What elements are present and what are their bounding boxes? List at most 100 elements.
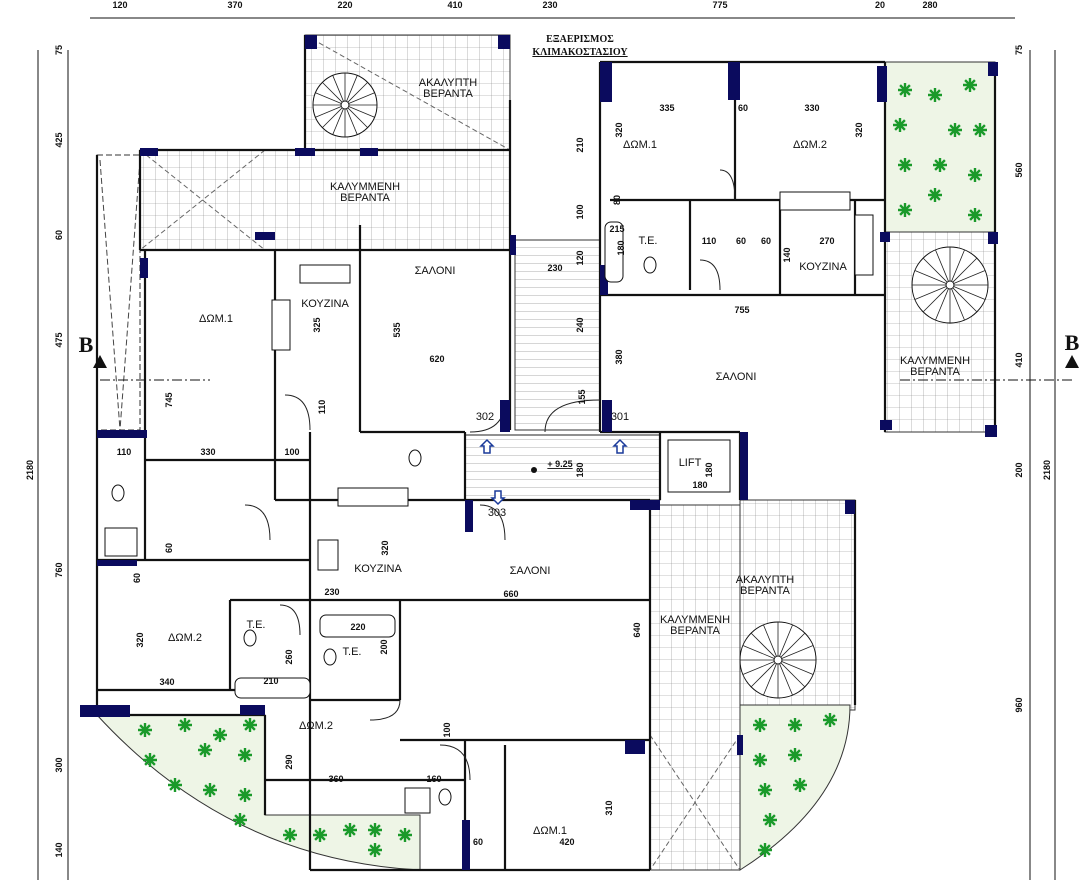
dimension-label: 475 (54, 332, 64, 347)
column (97, 560, 137, 566)
arrow-down-icon (490, 490, 506, 506)
plant-icon (238, 748, 252, 762)
dimension-label: 640 (632, 622, 642, 637)
door-swing (479, 504, 506, 541)
stove-icon (317, 539, 339, 571)
room-label: ΣΑΛΟΝΙ (716, 371, 757, 383)
dashed-line (119, 159, 141, 431)
dimension-label: 660 (503, 589, 518, 599)
dimension-label: 290 (284, 754, 294, 769)
apartment-number: 301 (611, 411, 629, 423)
room-label: ΚΑΛΥΜΜΕΝΗ (900, 355, 970, 367)
room-label: ΑΚΑΛΥΠΤΗ (736, 574, 795, 586)
spiral-stair-treads (740, 622, 816, 698)
plant-icon (758, 783, 772, 797)
plant-icon (823, 713, 837, 727)
door-swing (244, 504, 271, 541)
door-swing (284, 394, 311, 431)
column (80, 705, 130, 717)
section-marker: B (79, 332, 94, 357)
column (240, 705, 265, 715)
room-label: ΒΕΡΑΝΤΑ (423, 88, 473, 100)
spiral-stair-treads (313, 73, 377, 137)
dimension-label: 120 (575, 250, 585, 265)
bathtub-icon (319, 614, 396, 638)
door-swing (544, 399, 601, 433)
plant-icon (763, 813, 777, 827)
column (140, 148, 158, 156)
door-swing (719, 169, 736, 201)
plant-icon (898, 83, 912, 97)
plant-icon (948, 123, 962, 137)
plant-icon (243, 718, 257, 732)
dimension-label: 330 (804, 103, 819, 113)
dimension-label: 260 (284, 649, 294, 664)
dimension-label: 100 (575, 204, 585, 219)
dimension-label: 270 (819, 236, 834, 246)
toilet-icon (243, 629, 257, 647)
dimension-label: 775 (712, 0, 727, 10)
bathtub-icon (234, 677, 311, 699)
room-label: Τ.Ε. (343, 646, 362, 658)
dimension-label: 155 (577, 389, 587, 404)
room-label: ΒΕΡΑΝΤΑ (740, 585, 790, 597)
plant-icon (973, 123, 987, 137)
plant-icon (213, 728, 227, 742)
plant-icon (283, 828, 297, 842)
dimension-label: 620 (429, 354, 444, 364)
dimension-label: 160 (426, 774, 441, 784)
dimension-label: 280 (922, 0, 937, 10)
arrow-up-icon (479, 438, 495, 454)
dimension-label: 230 (547, 263, 562, 273)
dimension-label: 220 (337, 0, 352, 10)
room-label: ΚΟΥΖΙΝΑ (354, 563, 402, 575)
spiral-stair-treads (912, 247, 988, 323)
kitchen-counter-icon (299, 264, 351, 284)
room-label: ΚΟΥΖΙΝΑ (799, 261, 847, 273)
dimension-label: 210 (263, 676, 278, 686)
light-well (96, 154, 141, 431)
column (985, 425, 997, 437)
planter (739, 704, 851, 871)
dimension-label: 60 (132, 573, 142, 583)
plant-icon (788, 718, 802, 732)
plant-icon (968, 208, 982, 222)
plant-icon (198, 743, 212, 757)
section-arrow-icon (93, 355, 107, 368)
dimension-label: 360 (328, 774, 343, 784)
plant-icon (793, 778, 807, 792)
plant-icon (788, 748, 802, 762)
column (637, 500, 649, 510)
spiral-stair-core (340, 100, 350, 110)
plant-icon (898, 203, 912, 217)
plant-icon (178, 718, 192, 732)
dimension-label: 180 (616, 240, 626, 255)
plant-icon (963, 78, 977, 92)
veranda-area (139, 149, 511, 251)
room-label: ΣΑΛΟΝΙ (510, 565, 551, 577)
column (880, 420, 892, 430)
column (988, 232, 998, 244)
column (295, 148, 315, 156)
column (360, 148, 378, 156)
dimension-label: 140 (54, 842, 64, 857)
toilet-icon (111, 484, 125, 502)
dimension-label: 80 (612, 195, 622, 205)
dimension-label: 230 (542, 0, 557, 10)
column (462, 820, 470, 870)
plant-icon (933, 158, 947, 172)
ventilation-note: ΚΛΙΜΑΚΟΣΤΑΣΙΟΥ (532, 47, 628, 58)
column (510, 235, 516, 255)
dimension-label: 240 (575, 317, 585, 332)
dimension-label: 335 (659, 103, 674, 113)
toilet-icon (438, 788, 452, 806)
dimension-label: 410 (447, 0, 462, 10)
door-swing (369, 699, 401, 721)
dimension-label: 325 (312, 317, 322, 332)
plant-icon (893, 118, 907, 132)
dimension-label: 100 (442, 722, 452, 737)
column (740, 432, 748, 500)
dimension-label: 200 (379, 639, 389, 654)
plant-icon (898, 158, 912, 172)
